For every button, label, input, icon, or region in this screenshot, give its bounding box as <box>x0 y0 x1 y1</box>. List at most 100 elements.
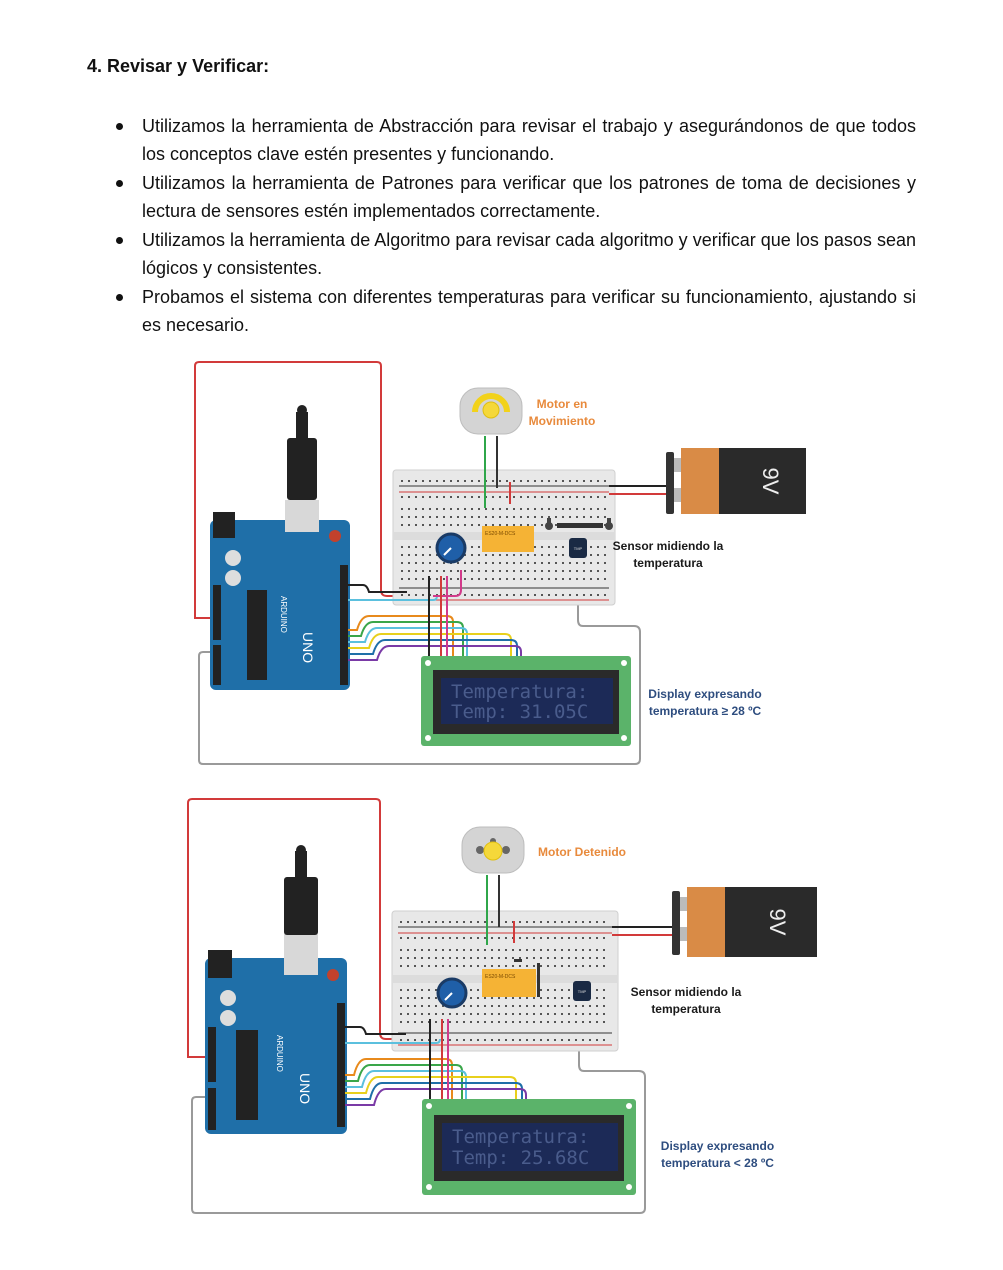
breadboard-hole <box>569 570 571 572</box>
breadboard-hole <box>506 496 508 498</box>
breadboard-hole <box>401 496 403 498</box>
breadboard-hole <box>449 1021 451 1023</box>
breadboard-hole <box>540 1039 542 1041</box>
breadboard-hole <box>408 554 410 556</box>
display-annotation-line-2: temperatura ≥ 28 ºC <box>648 704 762 718</box>
breadboard-hole <box>589 1039 591 1041</box>
breadboard-hole <box>407 1005 409 1007</box>
breadboard-hole <box>590 480 592 482</box>
breadboard-hole <box>463 965 465 967</box>
breadboard-hole <box>540 957 542 959</box>
breadboard-hole <box>422 546 424 548</box>
breadboard-hole <box>513 496 515 498</box>
breadboard-hole <box>520 508 522 510</box>
breadboard-hole <box>597 594 599 596</box>
breadboard-hole <box>604 516 606 518</box>
breadboard-hole <box>583 562 585 564</box>
breadboard-hole <box>401 508 403 510</box>
lcd-line-2: Temp: 25.68C <box>452 1147 589 1169</box>
bullet-icon <box>116 123 123 130</box>
breadboard-hole <box>562 516 564 518</box>
breadboard-hole <box>422 578 424 580</box>
breadboard-hole <box>456 1021 458 1023</box>
breadboard-hole <box>499 570 501 572</box>
breadboard-hole <box>408 562 410 564</box>
breadboard-hole <box>575 965 577 967</box>
breadboard-hole <box>569 496 571 498</box>
breadboard-hole <box>582 1021 584 1023</box>
breadboard-hole <box>415 554 417 556</box>
breadboard-hole <box>520 496 522 498</box>
breadboard-hole <box>526 949 528 951</box>
breadboard-hole <box>414 997 416 999</box>
breadboard-hole <box>484 1013 486 1015</box>
relay-label: ES20-M-DCS <box>485 974 516 980</box>
breadboard-hole <box>597 546 599 548</box>
breadboard-hole <box>422 594 424 596</box>
breadboard-hole <box>513 480 515 482</box>
breadboard-hole <box>408 508 410 510</box>
breadboard-hole <box>415 480 417 482</box>
breadboard-hole <box>541 594 543 596</box>
breadboard-hole <box>429 508 431 510</box>
breadboard-hole <box>582 1039 584 1041</box>
breadboard-hole <box>603 1021 605 1023</box>
breadboard-hole <box>401 562 403 564</box>
breadboard-hole <box>470 937 472 939</box>
breadboard-hole <box>568 957 570 959</box>
display-annotation-line-2: temperatura < 28 ºC <box>661 1156 774 1170</box>
breadboard-hole <box>526 965 528 967</box>
breadboard-hole <box>492 524 494 526</box>
breadboard-hole <box>583 594 585 596</box>
breadboard-hole <box>506 570 508 572</box>
circuit-diagram: 9V ES20-M-DCS TMP ARDUINO <box>194 361 806 765</box>
breadboard-hole <box>414 1039 416 1041</box>
breadboard-hole <box>449 965 451 967</box>
breadboard-hole <box>485 578 487 580</box>
breadboard-hole <box>548 570 550 572</box>
board-model-label: UNO <box>300 632 316 663</box>
breadboard-hole <box>576 480 578 482</box>
breadboard-hole <box>596 1021 598 1023</box>
breadboard-hole <box>534 578 536 580</box>
motor-annotation-line-2: Movimiento <box>528 414 596 428</box>
breadboard-hole <box>491 965 493 967</box>
breadboard-hole <box>519 997 521 999</box>
breadboard-hole <box>576 594 578 596</box>
breadboard-hole <box>429 546 431 548</box>
bullet-list: Utilizamos la herramienta de Abstracción… <box>110 112 916 340</box>
breadboard-hole <box>491 921 493 923</box>
breadboard-hole <box>568 949 570 951</box>
breadboard-hole <box>470 949 472 951</box>
breadboard-hole <box>548 562 550 564</box>
breadboard-hole <box>435 1005 437 1007</box>
breadboard-hole <box>569 508 571 510</box>
breadboard-hole <box>554 1021 556 1023</box>
breadboard-hole <box>464 594 466 596</box>
breadboard-hole <box>541 524 543 526</box>
breadboard-hole <box>583 480 585 482</box>
breadboard-hole <box>443 516 445 518</box>
breadboard-hole <box>590 594 592 596</box>
breadboard-hole <box>561 989 563 991</box>
breadboard-hole <box>429 524 431 526</box>
breadboard-hole <box>450 578 452 580</box>
breadboard-hole <box>534 554 536 556</box>
breadboard-hole <box>554 937 556 939</box>
breadboard-hole <box>520 480 522 482</box>
breadboard-hole <box>471 524 473 526</box>
thermometer-icon <box>545 518 613 530</box>
breadboard-hole <box>603 965 605 967</box>
breadboard-hole <box>408 516 410 518</box>
breadboard-hole <box>526 957 528 959</box>
breadboard-hole <box>443 524 445 526</box>
breadboard-hole <box>513 562 515 564</box>
breadboard-hole <box>540 1013 542 1015</box>
breadboard-hole <box>499 554 501 556</box>
breadboard-hole <box>478 496 480 498</box>
breadboard-hole <box>478 578 480 580</box>
lcd-display: Temperatura: Temp: 31.05C <box>421 656 631 746</box>
breadboard-hole <box>554 949 556 951</box>
breadboard-hole <box>562 594 564 596</box>
breadboard-hole <box>547 921 549 923</box>
